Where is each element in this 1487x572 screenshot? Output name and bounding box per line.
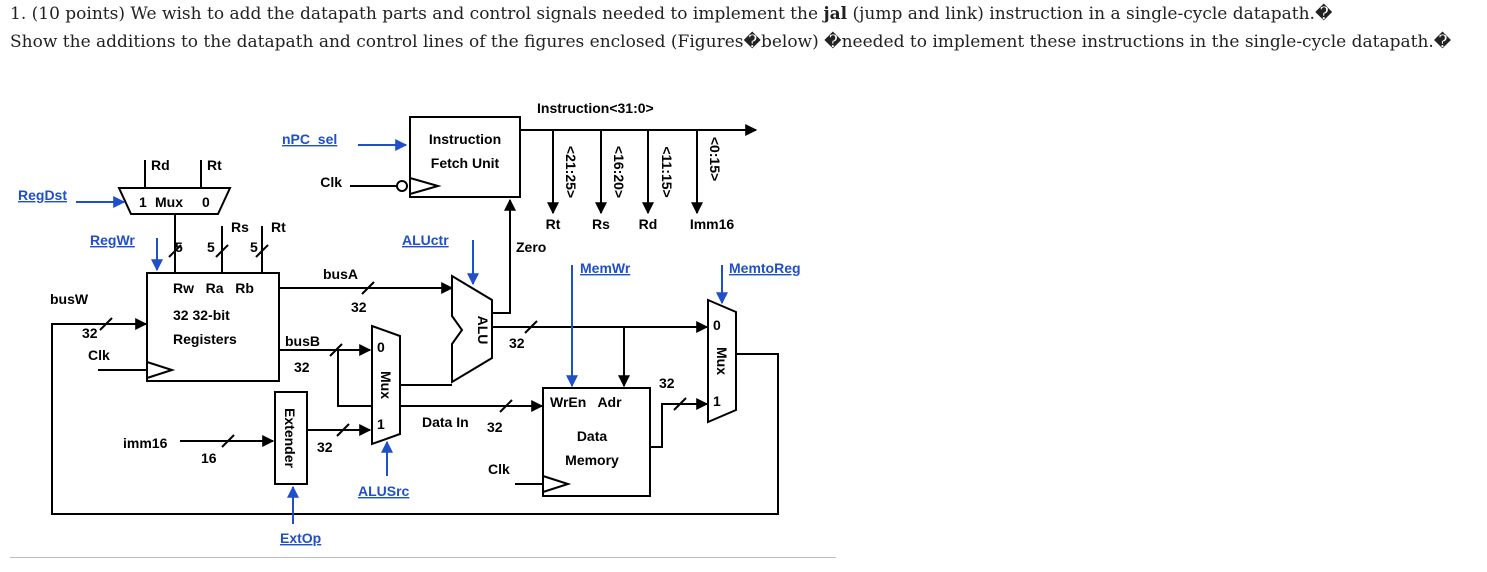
writeback-wire [51,318,779,515]
alusrc-mux-input-0: 0 [377,339,385,355]
question-text: 1. (10 points) We wish to add the datapa… [10,0,1480,56]
field-out-rs: Rs [592,216,610,232]
data-memory-clock [542,475,572,493]
rb-width: 5 [250,239,258,255]
data-memory [542,387,651,497]
ra-bus-slash [215,244,229,258]
alu-result-slash [524,320,538,334]
data-memory-label-2: Memory [565,452,619,468]
memtoreg-mux [707,298,737,424]
data-in-label: Data In [422,414,469,430]
busb-label: busB [285,333,320,349]
rt-label: Rt [271,219,286,235]
question-line-2: Show the additions to the datapath and c… [10,32,1452,52]
field-label-21-25: <21:25> [563,146,579,198]
data-in-wire [337,350,544,412]
field-out-rd: Rd [639,216,658,232]
memtoreg-mux-input-1: 1 [713,393,721,409]
busw-width: 32 [82,325,98,341]
field-out-rt: Rt [546,216,561,232]
alusrc-label: ALUSrc [358,483,410,499]
aluctr-label: ALUctr [402,232,449,248]
alu-label: ALU [475,316,491,345]
question-line-1-end: (jump and link) instruction in a single-… [847,4,1333,24]
question-line-1: 1. (10 points) We wish to add the datapa… [10,0,1480,28]
busw-label: busW [50,291,89,307]
ifu-label-line2: Fetch Unit [431,155,500,171]
register-file-clk-label: Clk [88,347,110,363]
ifu-clk-label: Clk [320,174,342,190]
regdst-mux-input-0: 0 [202,194,210,210]
instruction-bus-label: Instruction<31:0> [537,100,654,116]
instruction-fetch-unit [409,116,521,198]
regwr-label: RegWr [90,232,135,248]
ifu-clock-bubble [396,180,408,192]
ifu-label-line1: Instruction [429,131,501,147]
zero-wire [492,198,516,314]
imm16-width: 16 [201,450,217,466]
imm16-label: imm16 [123,435,168,451]
alu [451,274,493,384]
memwr-label: MemWr [580,260,631,276]
regdst-mux-input-1: 1 [139,194,147,210]
memtoreg-label: MemtoReg [729,260,801,276]
extender-label: Extender [282,408,298,468]
memory-out-wire [650,398,709,448]
data-memory-ports: WrEn Adr [550,394,622,410]
register-file-clock [146,361,176,379]
memtoreg-mux-label: Mux [714,347,730,375]
extender-out-width: 32 [317,439,333,455]
busb-slash [329,343,343,357]
field-label-11-15: <11:15> [659,146,675,197]
regdst-label: RegDst [18,187,67,203]
rw-width: 5 [175,239,183,255]
npc-sel-label: nPC_sel [282,131,337,147]
data-memory-clk-label: Clk [488,461,510,477]
rs-label: Rs [231,219,249,235]
memtoreg-mux-input-0: 0 [713,317,721,333]
field-label-16-20: <16:20> [611,146,627,198]
regdst-mux-rd-label: Rd [151,157,170,173]
register-file-label-2: Registers [173,331,237,347]
alusrc-mux-input-1: 1 [377,416,385,432]
data-memory-label-1: Data [577,428,608,444]
regdst-mux-label: Mux [155,194,183,210]
memory-out-slash [673,397,687,411]
divider [10,557,836,558]
rw-bus-slash [168,244,182,258]
alu-result-width: 32 [509,335,525,351]
field-label-0-15: <0:15> [707,137,723,181]
ifu-clock-triangle [409,177,442,195]
data-in-width: 32 [487,419,503,435]
busa-slash [361,281,375,295]
data-in-slash [499,399,513,413]
busa-width: 32 [351,299,367,315]
extender [274,391,308,485]
extender-out-slash [336,423,350,437]
memory-out-width: 32 [659,375,675,391]
busa-label: busA [323,266,358,282]
alusrc-mux [371,324,401,446]
imm16-slash [221,434,235,448]
question-line-1-start: 1. (10 points) We wish to add the datapa… [10,4,824,24]
question-jal-keyword: jal [823,4,848,24]
ra-width: 5 [207,239,215,255]
field-out-imm16: Imm16 [690,216,735,232]
zero-label: Zero [516,239,546,255]
regdst-mux [117,187,232,215]
rb-bus-slash [255,244,269,258]
alusrc-mux-label: Mux [378,371,394,399]
extop-label: ExtOp [280,530,321,546]
busb-width: 32 [294,359,310,375]
register-file-label-1: 32 32-bit [173,307,230,323]
register-file-ports: Rw Ra Rb [173,280,254,296]
regdst-mux-rt-label: Rt [207,157,222,173]
